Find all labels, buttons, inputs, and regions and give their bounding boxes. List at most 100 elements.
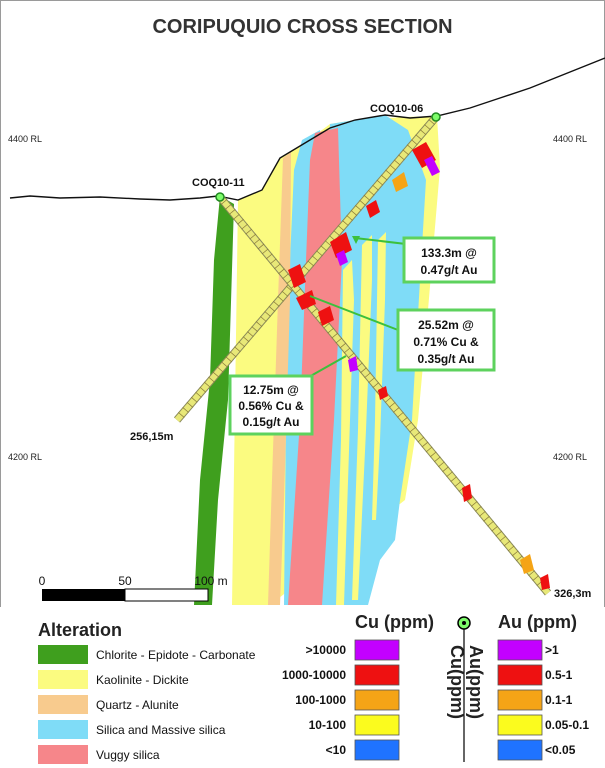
hole-depth-coq10-06: 326,3m — [554, 588, 592, 600]
drill-tick — [360, 367, 367, 374]
drill-tick — [367, 189, 375, 196]
drill-tick — [402, 149, 410, 156]
callout-2-line3: 0.35g/t Au — [418, 352, 475, 366]
page-title: CORIPUQUIO CROSS SECTION — [152, 16, 453, 38]
assay-bar — [378, 386, 388, 400]
legend-swatch — [38, 645, 88, 664]
drill-tick — [335, 337, 343, 344]
legend-au-swatch — [497, 739, 543, 761]
drillhole-coq10-06 — [173, 112, 441, 423]
drill-tick — [282, 273, 289, 280]
drill-tick — [310, 308, 318, 314]
legend-cu-swatch — [354, 739, 400, 761]
drill-tick — [182, 407, 189, 413]
drill-tick — [234, 346, 241, 353]
drill-tick — [343, 347, 351, 354]
assay-bar — [392, 172, 408, 192]
drill-tick — [483, 515, 490, 522]
drill-tick — [389, 164, 397, 171]
drill-tick — [417, 436, 425, 443]
drill-tick — [190, 396, 198, 403]
callout-3: 12.75m @ 0.56% Cu & 0.15g/t Au — [228, 355, 347, 436]
callout-3-line1: 12.75m @ — [243, 383, 299, 397]
chlorite-epidote-band — [194, 196, 234, 605]
legend-au-range: 0.5-1 — [545, 668, 573, 682]
drill-tick — [406, 144, 414, 151]
assay-bar — [318, 306, 334, 326]
callout-3-line2: 0.56% Cu & — [238, 399, 304, 413]
legend-cu-range: 10-100 — [309, 718, 347, 732]
drill-tick — [327, 327, 335, 334]
legend-axis-cu: Cu(ppm) — [447, 645, 467, 719]
drill-tick — [368, 377, 376, 383]
drill-tick — [384, 397, 392, 403]
drill-tick — [376, 179, 384, 186]
assay-bar — [520, 554, 534, 574]
drill-tick — [303, 265, 310, 272]
drill-tick — [225, 356, 233, 363]
scale-bar: 0 50 100 m — [39, 574, 228, 602]
drill-tick — [208, 376, 215, 383]
drill-tick — [278, 268, 285, 275]
drill-tick — [350, 210, 358, 216]
drill-tick — [413, 431, 421, 438]
drill-tick — [320, 245, 328, 252]
drill-tick — [203, 381, 211, 388]
legend-au-range: 0.1-1 — [545, 693, 573, 707]
rl-label-4400-right: 4400 RL — [553, 134, 587, 144]
rl-label-4200-right: 4200 RL — [553, 452, 587, 462]
legend-au-swatch — [497, 714, 543, 736]
drill-tick — [479, 510, 486, 517]
drill-tick — [507, 545, 515, 552]
drill-tick — [311, 255, 319, 262]
drill-tick — [397, 411, 404, 418]
assay-bar — [424, 156, 440, 176]
legend-cu-swatch — [354, 639, 400, 661]
kaolinite-streak-1 — [336, 260, 354, 605]
drill-tick — [339, 342, 347, 349]
drill-tick — [411, 139, 418, 146]
legend-cu-range: 100-1000 — [295, 693, 346, 707]
drill-tick — [269, 258, 277, 265]
legend-label: Kaolinite - Dickite — [96, 673, 189, 687]
drill-tick — [264, 311, 271, 317]
drill-tick — [331, 332, 339, 339]
collar-coq10-11 — [215, 192, 225, 202]
callout-1-line1: 133.3m @ — [421, 246, 477, 260]
legend-swatch — [38, 695, 88, 714]
kaolinite-streak-2 — [352, 235, 372, 600]
legend-cu-swatch — [354, 714, 400, 736]
drill-tick — [470, 501, 478, 507]
drill-tick — [260, 316, 267, 322]
drill-tick — [487, 520, 494, 527]
drill-tick — [245, 228, 253, 235]
drill-tick — [419, 129, 427, 136]
drill-tick — [233, 213, 240, 220]
legend-swatch — [38, 745, 88, 764]
drill-tick — [491, 525, 499, 532]
callout-2-line2: 0.71% Cu & — [413, 335, 479, 349]
drill-tick — [429, 451, 437, 458]
callout-1: 133.3m @ 0.47g/t Au — [352, 236, 496, 284]
drill-tick — [450, 476, 458, 482]
drill-tick — [212, 371, 220, 378]
legend-au-range: <0.05 — [545, 743, 576, 757]
drill-tick — [347, 352, 355, 359]
legend-cu-swatch — [354, 664, 400, 686]
legend-label: Chlorite - Epidote - Carbonate — [96, 648, 256, 662]
drill-tick — [229, 351, 237, 358]
drill-tick — [277, 295, 284, 302]
drill-tick — [257, 243, 265, 250]
drill-tick — [359, 199, 366, 206]
drill-tick — [323, 322, 330, 329]
drill-tick — [178, 412, 185, 418]
legend-swatch — [38, 720, 88, 739]
legend-alteration: Chlorite - Epidote - CarbonateKaolinite … — [38, 645, 256, 764]
topography-line — [9, 57, 605, 201]
rl-label-4200-left: 4200 RL — [8, 452, 42, 462]
legend-au-range: >1 — [545, 643, 559, 657]
drill-tick — [503, 540, 511, 547]
drill-tick — [433, 456, 441, 463]
